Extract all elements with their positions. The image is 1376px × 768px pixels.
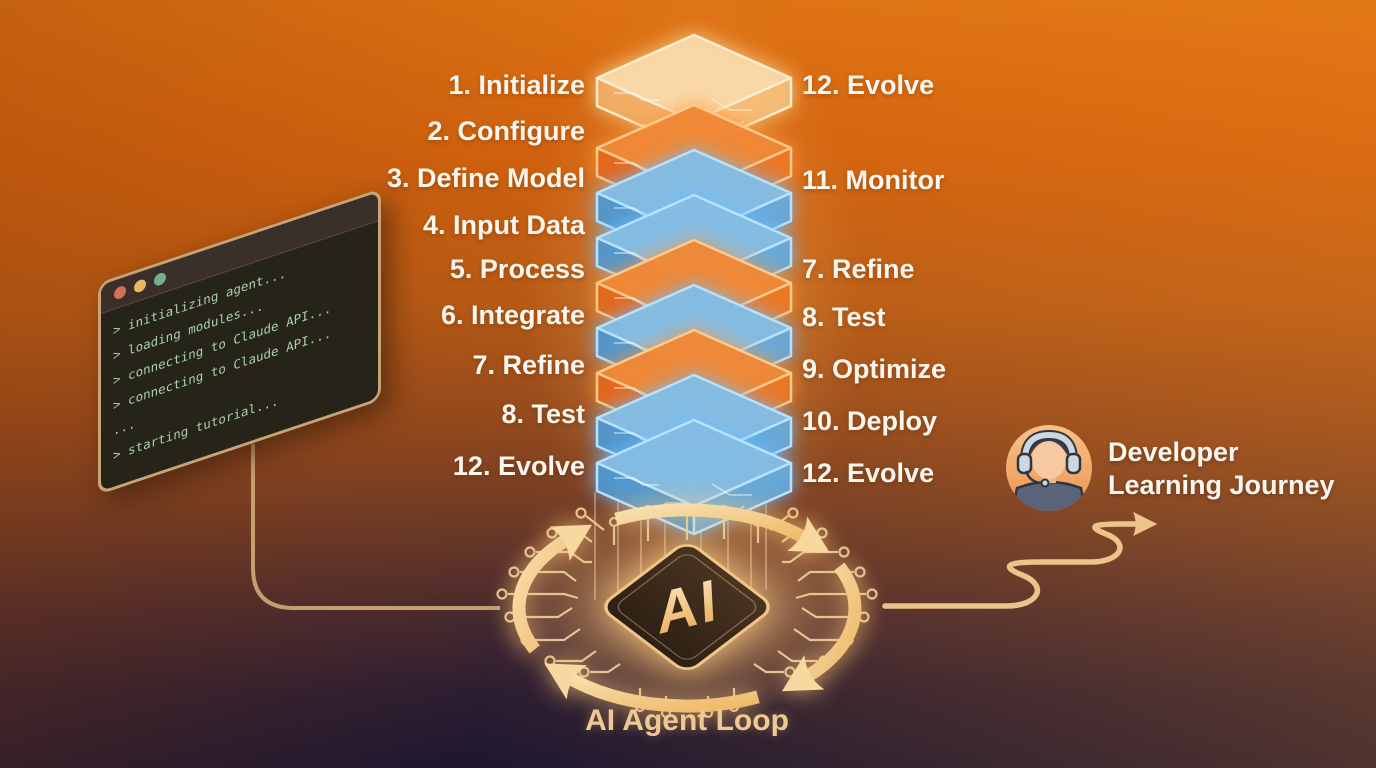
terminal-to-loop-connector [251,444,500,610]
headset-icon-left-cup [1016,452,1033,475]
journey-arrow [882,511,1158,609]
ai-chip: AI [604,544,770,670]
step-label-optimize: 9. Optimize [802,354,947,384]
step-label-input-data: 4. Input Data [422,210,585,240]
step-label-test-right: 8. Test [802,302,886,332]
terminal-titlebar [101,192,378,314]
step-label-monitor: 11. Monitor [802,165,945,195]
step-label-define-model: 3. Define Model [386,163,585,193]
layer-stack [595,33,793,536]
window-dot-maximize-icon [154,272,166,286]
ai-agent-loop: AI [496,503,878,719]
window-control-dots [114,272,166,299]
loop-caption: AI Agent Loop [585,704,789,737]
step-label-evolve-left: 12. Evolve [452,451,585,481]
step-label-process: 5. Process [449,254,585,284]
terminal-window: > initializing agent... > loading module… [98,188,381,496]
window-dot-minimize-icon [134,279,146,293]
journey-title-line2: Learning Journey [1108,470,1335,500]
developer-avatar [1006,425,1092,511]
stack-layer-9 [595,418,793,536]
step-label-configure: 2. Configure [427,116,585,146]
step-label-refine-left: 7. Refine [472,350,585,380]
step-label-integrate: 6. Integrate [440,300,585,330]
journey-title: Developer Learning Journey [1108,436,1368,502]
headset-icon-right-cup [1065,452,1082,475]
loop-cycle-arrows-icon [512,503,862,713]
step-label-deploy: 10. Deploy [802,406,938,436]
step-label-initialize: 1. Initialize [448,70,585,100]
step-label-test-left: 8. Test [501,399,585,429]
mic-icon [1040,478,1050,488]
journey-title-line1: Developer [1108,437,1239,467]
step-label-evolve-right: 12. Evolve [802,458,935,488]
step-label-refine-right: 7. Refine [802,254,915,284]
step-label-evolve-top: 12. Evolve [802,70,935,100]
window-dot-close-icon [114,286,126,299]
